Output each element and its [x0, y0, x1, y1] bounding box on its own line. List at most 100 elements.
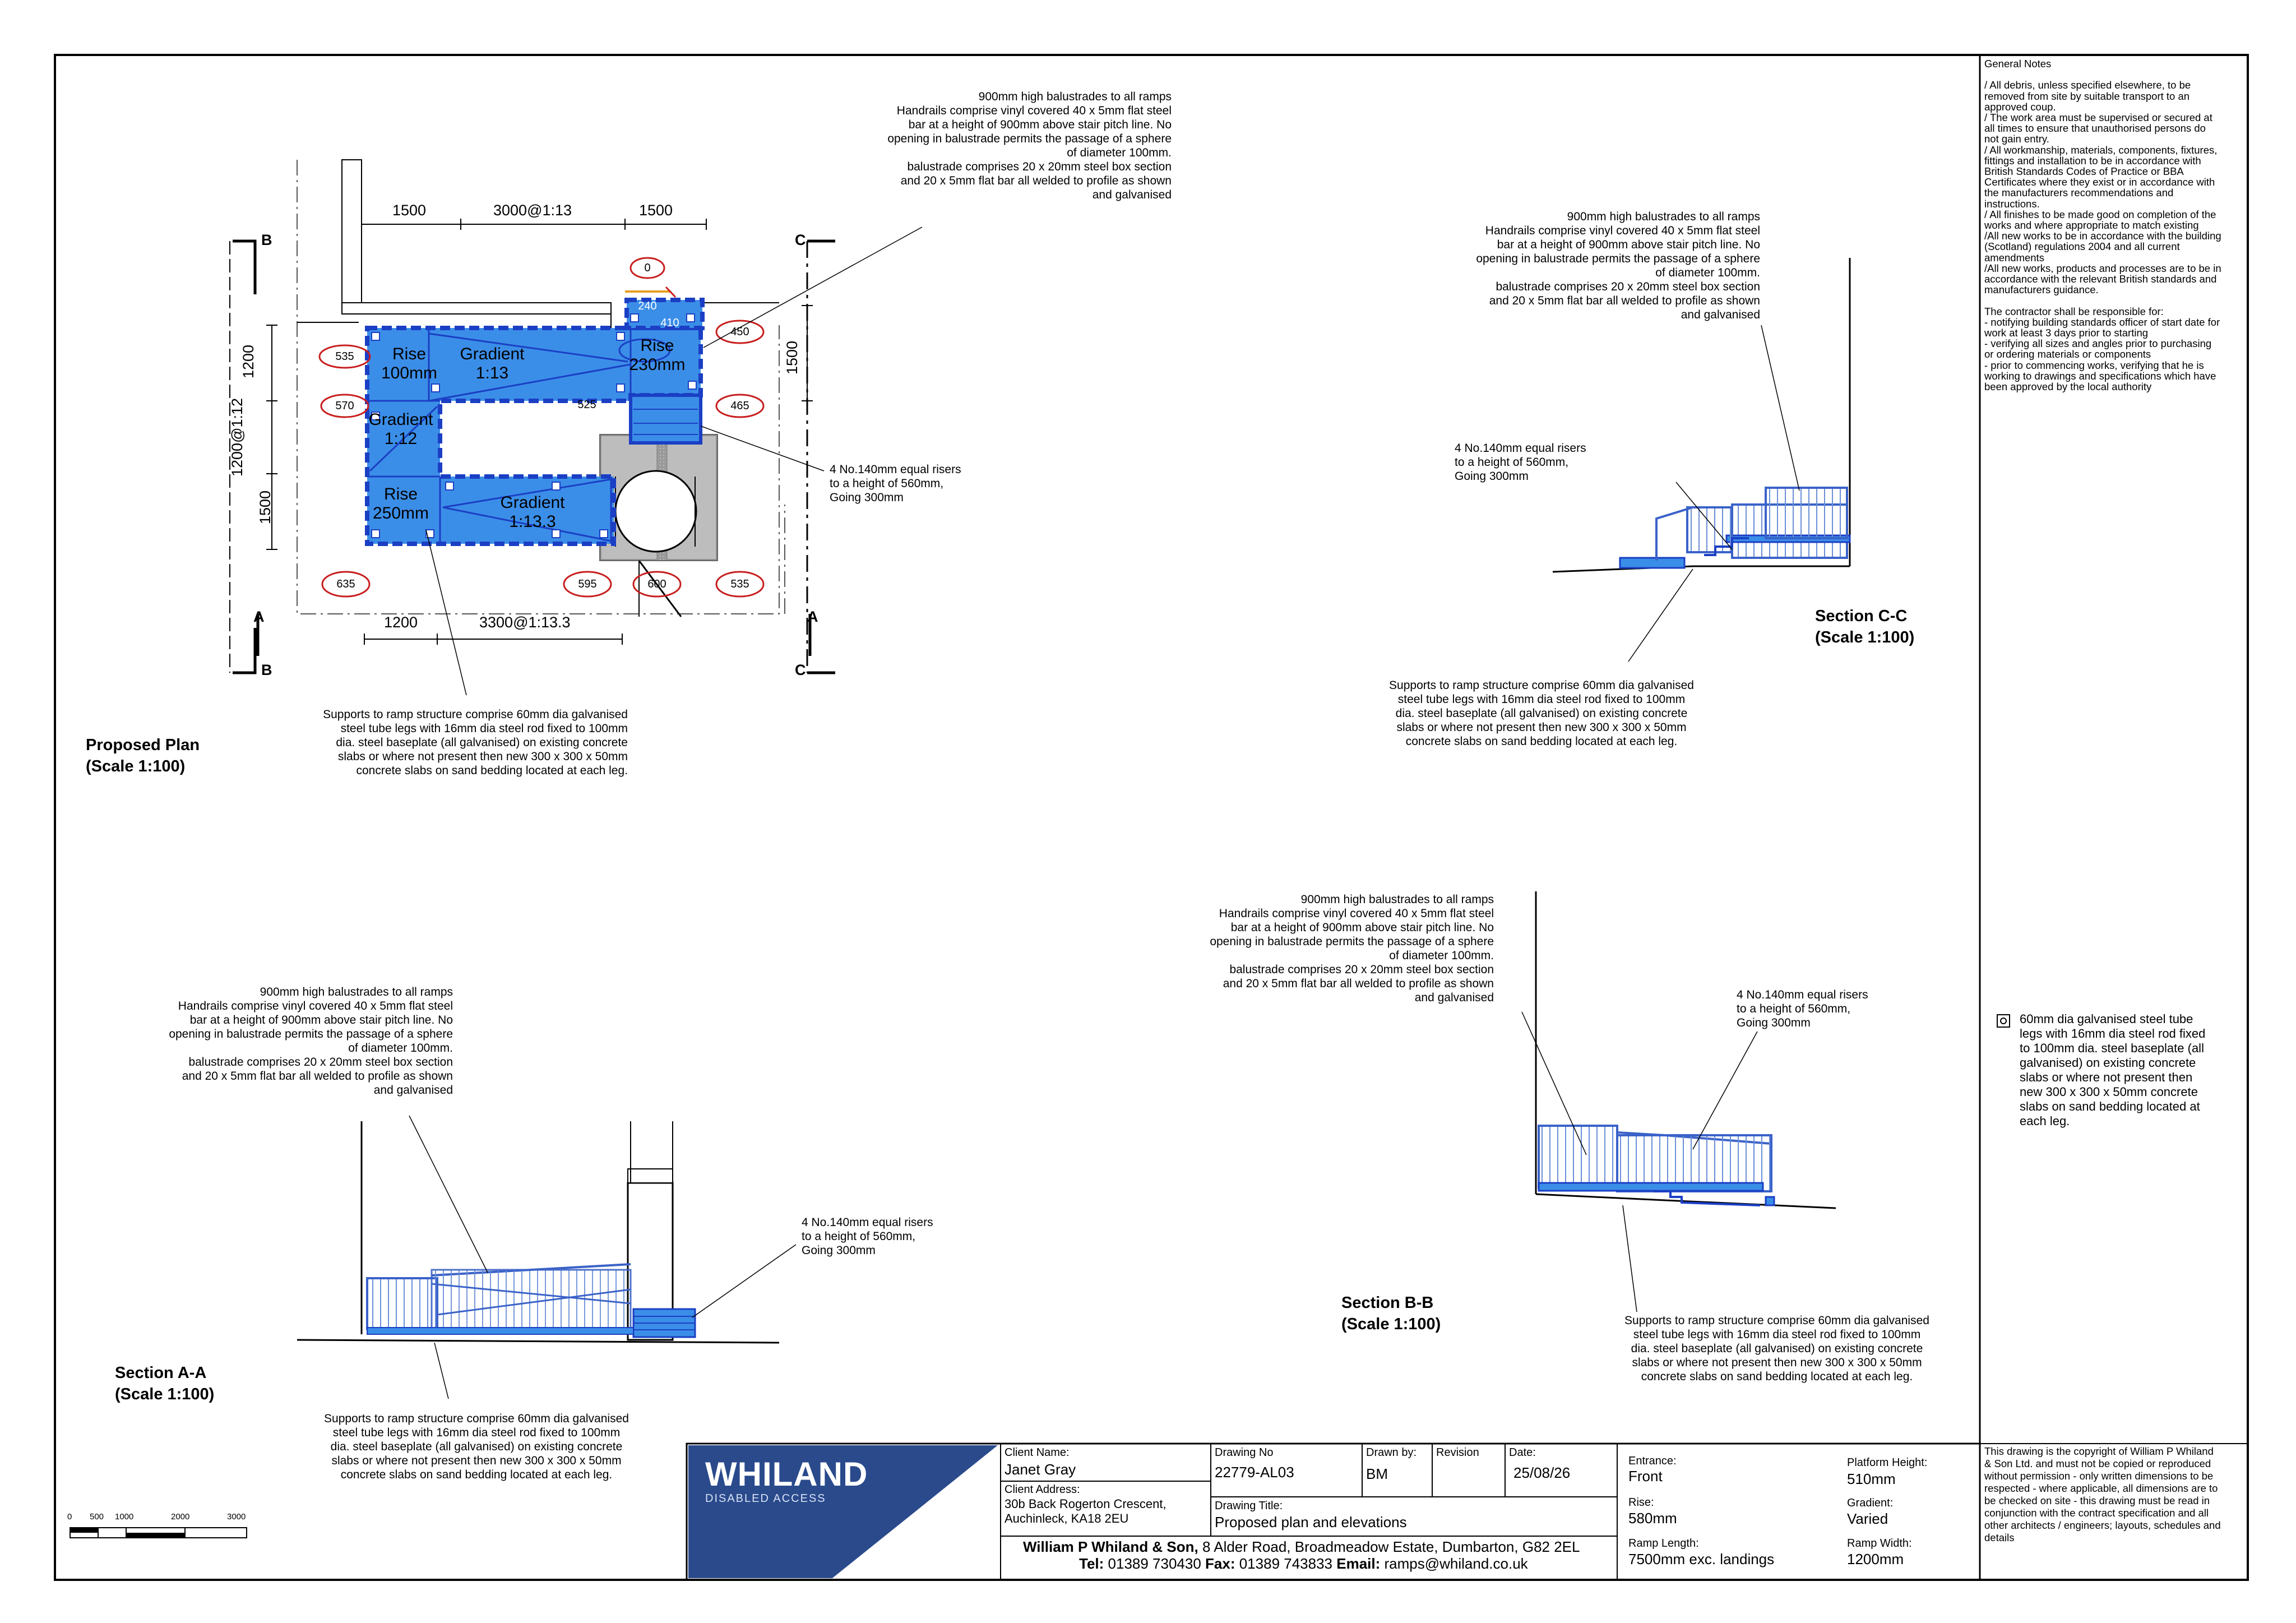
- bb-balustrade-note: 900mm high balustrades to all ramps Hand…: [1210, 893, 1494, 1004]
- platform-height: 510mm: [1847, 1471, 1896, 1487]
- bb-supports-note: Supports to ramp structure comprise 60mm…: [1624, 1314, 1929, 1383]
- plan-risers-note: 4 No.140mm equal risers to a height of 5…: [830, 463, 961, 504]
- section-bb-drawing: [1535, 891, 1836, 1209]
- marker-c-bottom: C: [795, 662, 806, 678]
- brand-name: WHILAND: [705, 1455, 868, 1493]
- scale-tick-3000: 3000: [227, 1512, 246, 1522]
- section-aa-drawing: [297, 1121, 780, 1344]
- tel-label: Tel:: [1079, 1555, 1104, 1572]
- ramp-length-label: Ramp Length:: [1628, 1537, 1699, 1550]
- marker-a-right: A: [807, 608, 818, 625]
- scale-tick-2000: 2000: [171, 1512, 190, 1522]
- revision-label: Revision: [1436, 1446, 1479, 1459]
- tel: 01389 730430: [1104, 1555, 1206, 1572]
- general-notes: General Notes / All debris, unless speci…: [1984, 58, 2221, 393]
- drawn-by-label: Drawn by:: [1366, 1446, 1417, 1459]
- drawing-no: 22779-AL03: [1215, 1464, 1294, 1481]
- fax-label: Fax:: [1205, 1555, 1235, 1572]
- marker-a-left: A: [253, 608, 265, 625]
- drawing-no-label: Drawing No: [1215, 1446, 1274, 1459]
- plan-balustrade-note: 900mm high balustrades to all ramps Hand…: [887, 90, 1172, 201]
- section-cc-drawing: [1552, 258, 1851, 573]
- client-name: Janet Gray: [1004, 1461, 1076, 1478]
- entrance-label: Entrance:: [1628, 1455, 1677, 1467]
- level-465: 465: [730, 400, 749, 412]
- plan-supports-note: Supports to ramp structure comprise 60mm…: [323, 708, 628, 777]
- brand-panel-blue: [688, 1445, 998, 1578]
- dim-left-1200: 1200: [240, 344, 257, 378]
- cc-risers-note: 4 No.140mm equal risers to a height of 5…: [1455, 442, 1586, 483]
- level-535-a: 535: [335, 350, 354, 363]
- level-525: 525: [577, 399, 596, 411]
- contact-line: Tel: 01389 730430 Fax: 01389 743833 Emai…: [1079, 1555, 1528, 1572]
- scale-bar: [70, 1527, 247, 1538]
- label-rise-100: Rise 100mm: [381, 345, 438, 382]
- level-635: 635: [336, 578, 355, 590]
- email[interactable]: ramps@whiland.co.uk: [1380, 1555, 1528, 1572]
- proposed-plan-title: Proposed Plan (Scale 1:100): [86, 736, 200, 775]
- bb-risers-note: 4 No.140mm equal risers to a height of 5…: [1737, 988, 1868, 1029]
- label-gradient-13-3: Gradient 1:13.3: [500, 493, 565, 531]
- legend-leg-note: 60mm dia galvanised steel tube legs with…: [2020, 1012, 2206, 1128]
- level-595: 595: [578, 578, 597, 590]
- level-570: 570: [335, 400, 354, 412]
- dim-bottom-3300: 3300@1:13.3: [479, 614, 571, 631]
- gradient-label: Gradient:: [1847, 1497, 1894, 1509]
- dim-top-3000: 3000@1:13: [493, 202, 572, 219]
- copyright-note: This drawing is the copyright of William…: [1984, 1445, 2221, 1543]
- company-line: William P Whiland & Son, 8 Alder Road, B…: [1023, 1538, 1580, 1555]
- date-label: Date:: [1509, 1446, 1536, 1459]
- ramp-width: 1200mm: [1847, 1551, 1904, 1567]
- marker-b-bottom: B: [261, 662, 272, 678]
- level-0: 0: [644, 262, 651, 274]
- company-name: William P Whiland & Son,: [1023, 1538, 1198, 1555]
- dim-right-1500: 1500: [784, 340, 800, 374]
- dim-left-1500: 1500: [257, 490, 274, 524]
- dim-top-1500-right: 1500: [639, 202, 673, 219]
- section-aa-title: Section A-A (Scale 1:100): [115, 1364, 215, 1403]
- aa-supports-note: Supports to ramp structure comprise 60mm…: [324, 1412, 629, 1481]
- client-name-label: Client Name:: [1004, 1446, 1070, 1459]
- cc-supports-note: Supports to ramp structure comprise 60mm…: [1389, 679, 1694, 748]
- fax: 01389 743833: [1235, 1555, 1337, 1572]
- gradient: Varied: [1847, 1510, 1888, 1527]
- dim-bottom-1200: 1200: [384, 614, 418, 631]
- legend-leg-symbol: [1997, 1014, 2010, 1028]
- ramp-width-label: Ramp Width:: [1847, 1537, 1912, 1550]
- date: 25/08/26: [1513, 1464, 1571, 1481]
- label-rise-230: Rise 230mm: [629, 336, 686, 374]
- drawn-by: BM: [1366, 1465, 1388, 1482]
- ramp-length: 7500mm exc. landings: [1628, 1551, 1775, 1567]
- dim-left-1200-12: 1200@1:12: [229, 397, 246, 477]
- platform-height-label: Platform Height:: [1847, 1456, 1928, 1469]
- company-address: 8 Alder Road, Broadmeadow Estate, Dumbar…: [1198, 1538, 1580, 1555]
- title-block-frame: [686, 1442, 1981, 1581]
- level-600: 600: [647, 578, 666, 590]
- drawing-title-label: Drawing Title:: [1215, 1500, 1283, 1512]
- aa-risers-note: 4 No.140mm equal risers to a height of 5…: [802, 1216, 933, 1257]
- drawing-title: Proposed plan and elevations: [1215, 1514, 1407, 1530]
- marker-b-top: B: [261, 232, 272, 248]
- aa-balustrade-note: 900mm high balustrades to all ramps Hand…: [169, 986, 453, 1097]
- scale-tick-0: 0: [67, 1512, 72, 1522]
- proposed-plan: [229, 159, 835, 674]
- level-450: 450: [730, 326, 749, 338]
- client-address: 30b Back Rogerton Crescent, Auchinleck, …: [1004, 1497, 1166, 1525]
- marker-c-top: C: [795, 232, 806, 248]
- entrance: Front: [1628, 1468, 1663, 1485]
- level-240: 240: [638, 300, 657, 312]
- label-gradient-12: Gradient 1:12: [368, 410, 433, 448]
- scale-tick-500: 500: [90, 1512, 104, 1522]
- brand-sub: DISABLED ACCESS: [705, 1492, 826, 1505]
- level-535-b: 535: [730, 578, 749, 590]
- section-bb-title: Section B-B (Scale 1:100): [1341, 1294, 1441, 1333]
- email-label: Email:: [1336, 1555, 1381, 1572]
- section-cc-title: Section C-C (Scale 1:100): [1815, 607, 1915, 646]
- dim-top-1500-left: 1500: [392, 202, 427, 219]
- rise-label: Rise:: [1628, 1496, 1654, 1509]
- level-410: 410: [660, 317, 679, 329]
- rise: 580mm: [1628, 1510, 1677, 1527]
- brand-logo: WHILAND DISABLED ACCESS: [705, 1456, 868, 1505]
- cc-balustrade-note: 900mm high balustrades to all ramps Hand…: [1476, 210, 1760, 321]
